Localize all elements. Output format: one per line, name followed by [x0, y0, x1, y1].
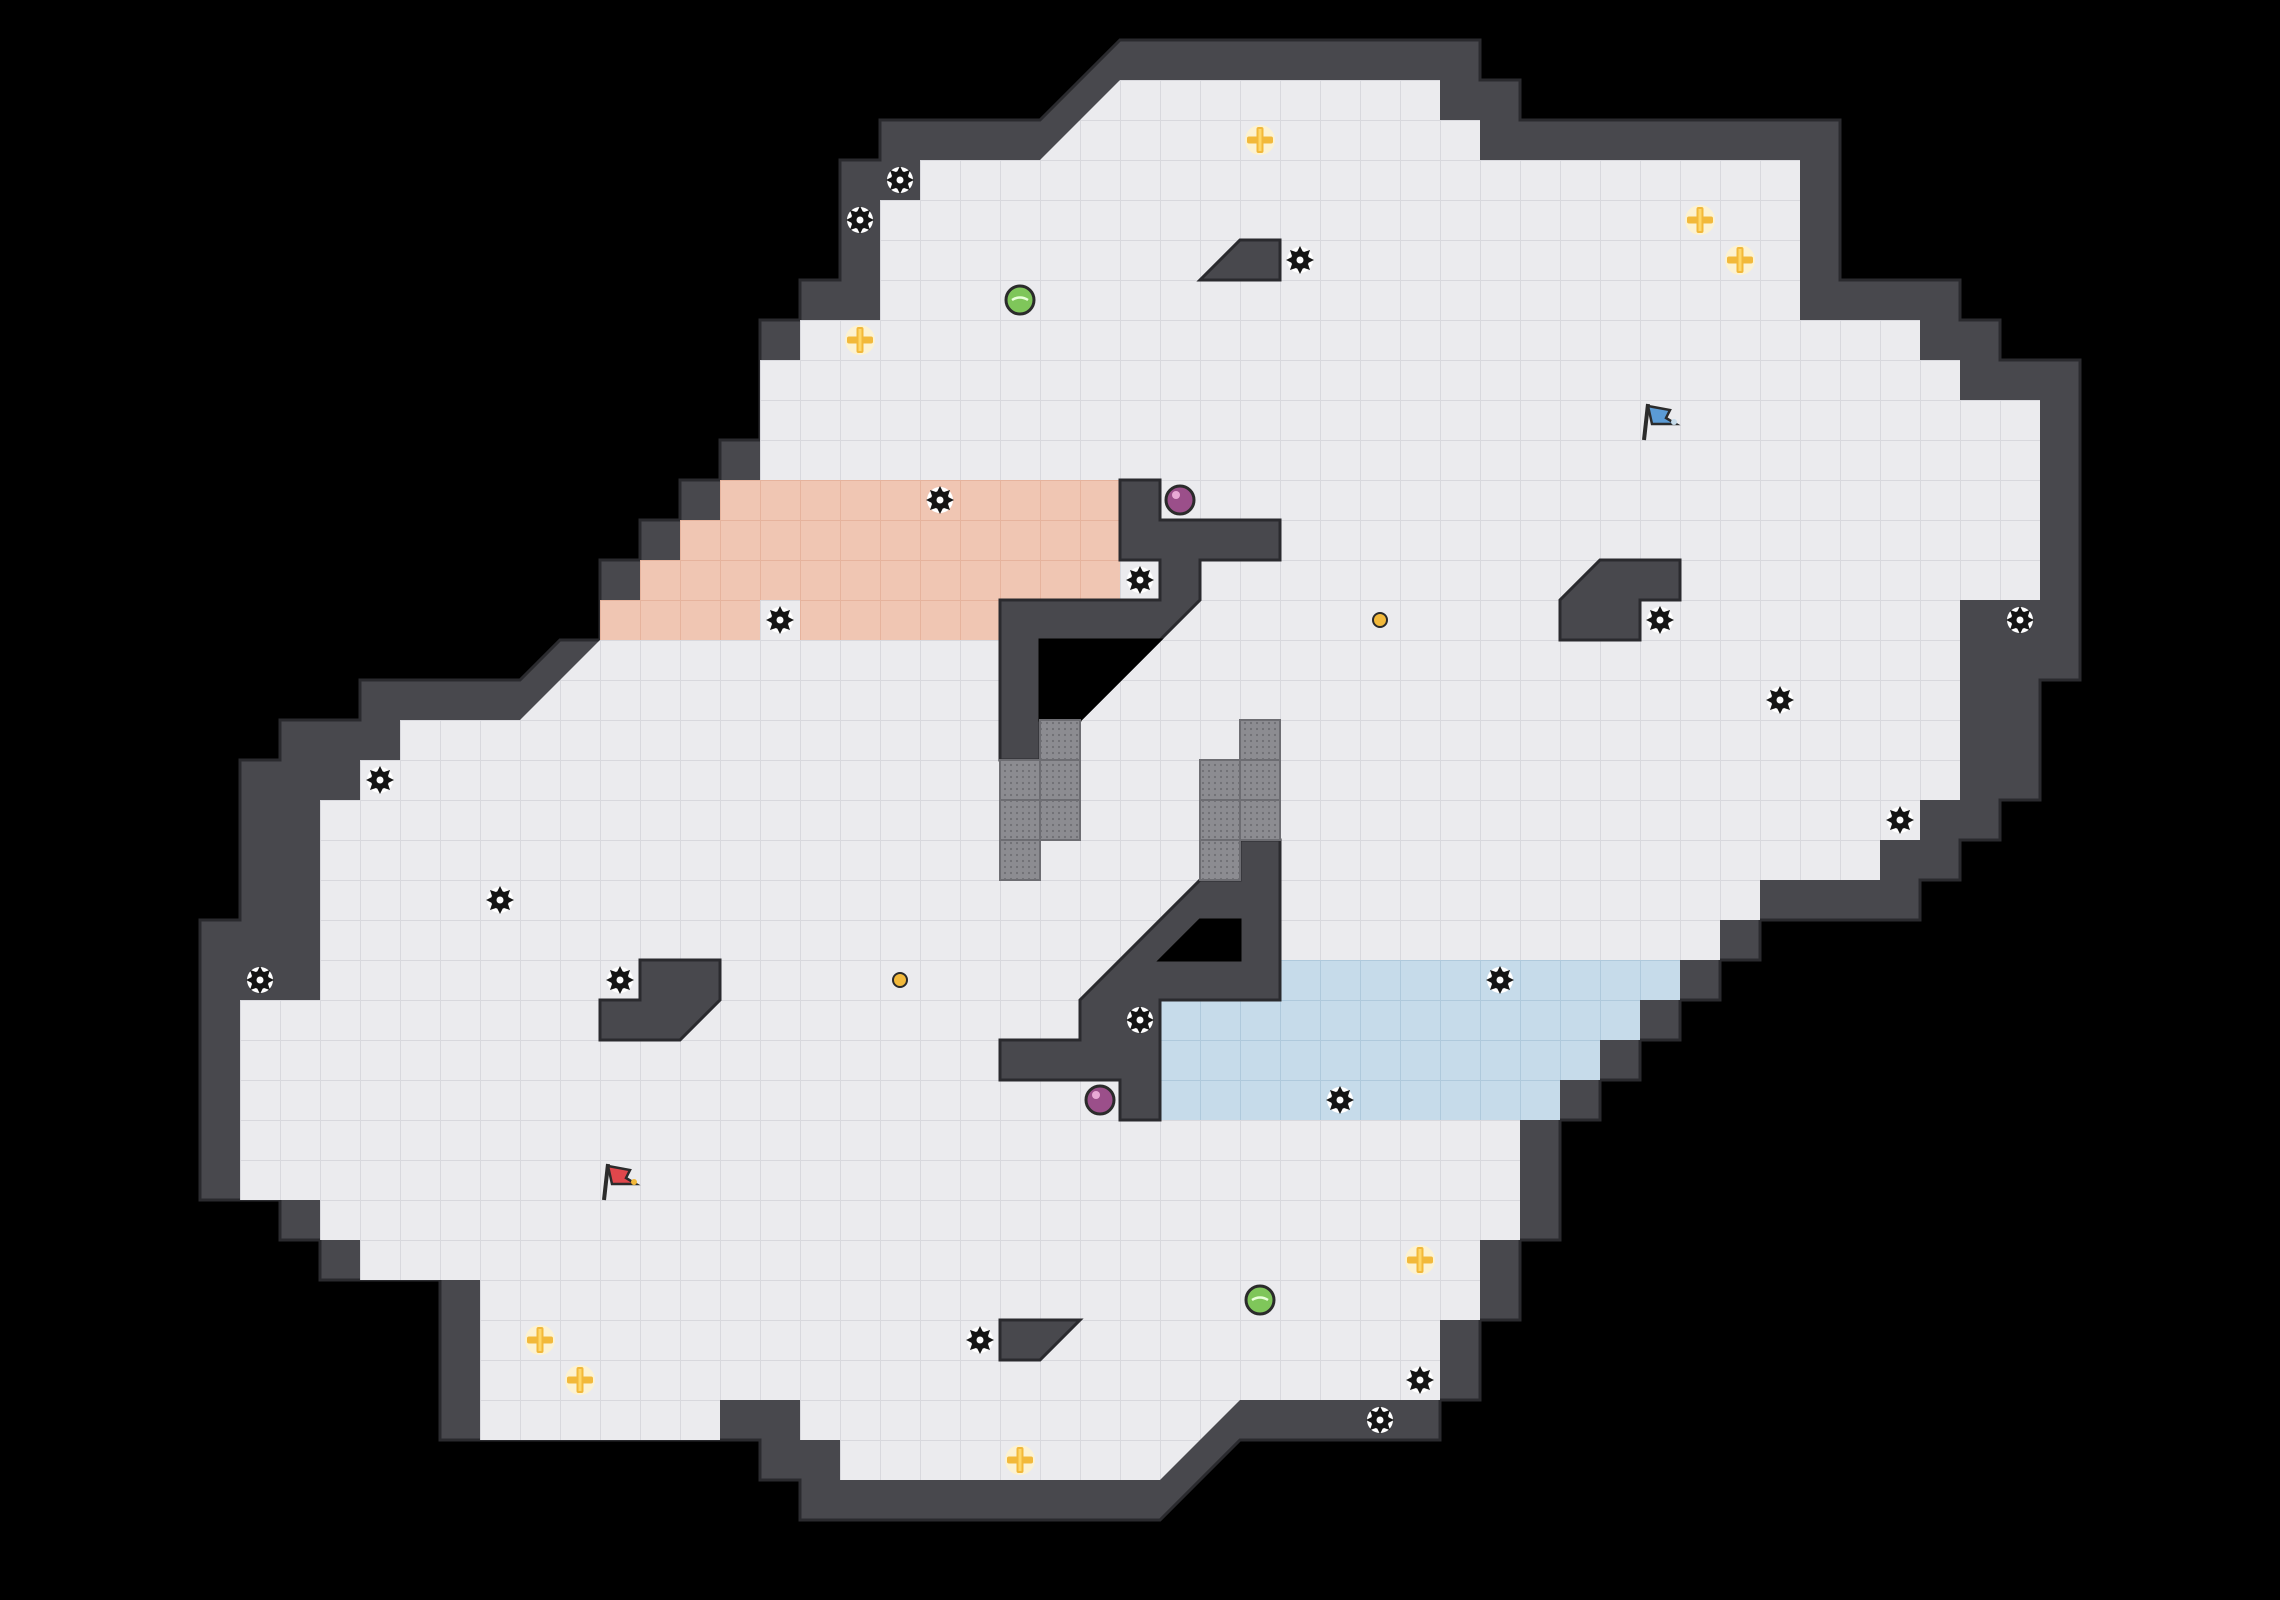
- sawblade-icon: [1326, 1086, 1354, 1114]
- purple-orb-icon: [1084, 1084, 1116, 1116]
- sawblade-icon: [1886, 806, 1914, 834]
- sawblade-icon: [1366, 1406, 1394, 1434]
- crate: [999, 759, 1041, 801]
- coin-cross-icon: [565, 1365, 595, 1395]
- sawblade-icon: [1126, 1006, 1154, 1034]
- coin-cross-icon: [845, 325, 875, 355]
- sawblade-icon: [1286, 246, 1314, 274]
- orbs: [892, 284, 1388, 1316]
- crate-group-left: [999, 719, 1081, 881]
- crate-group-right: [1199, 719, 1281, 881]
- sawblade-icon: [366, 766, 394, 794]
- red-flag-icon: [602, 1163, 641, 1201]
- crate: [1239, 799, 1281, 841]
- green-orb-icon: [1004, 284, 1036, 316]
- coin-cross-icon: [1725, 245, 1755, 275]
- crate: [1239, 759, 1281, 801]
- yellow-dot-icon: [892, 972, 908, 988]
- crate: [1239, 719, 1281, 761]
- crate: [1039, 719, 1081, 761]
- coin-cross-icon: [1245, 125, 1275, 155]
- sawblade-icon: [846, 206, 874, 234]
- coin-cross-icon: [525, 1325, 555, 1355]
- inner-walls: [598, 238, 1682, 1362]
- coin-cross-icon: [1405, 1245, 1435, 1275]
- cool-zone: [1160, 960, 1680, 1120]
- crate: [1039, 759, 1081, 801]
- sawblade-icon: [246, 966, 274, 994]
- crate: [999, 839, 1041, 881]
- sawblade-icon: [926, 486, 954, 514]
- sawblade-icon: [766, 606, 794, 634]
- sawblade-icon: [606, 966, 634, 994]
- sawblade-icon: [1486, 966, 1514, 994]
- sawblade-icon: [1126, 566, 1154, 594]
- sawblade-icon: [886, 166, 914, 194]
- warm-zone: [600, 480, 1120, 640]
- blue-flag-icon: [1642, 403, 1681, 441]
- crate: [999, 799, 1041, 841]
- sawblade-icon: [966, 1326, 994, 1354]
- floor: [240, 80, 2040, 1480]
- crate: [1039, 799, 1081, 841]
- coin-cross-icon: [1685, 205, 1715, 235]
- purple-orb-icon: [1164, 484, 1196, 516]
- crate: [1199, 799, 1241, 841]
- crate: [1199, 759, 1241, 801]
- crate: [1199, 839, 1241, 881]
- sawblade-icon: [1766, 686, 1794, 714]
- sawblade-icon: [1646, 606, 1674, 634]
- sawblade-icon: [2006, 606, 2034, 634]
- coin-cross-icon: [1005, 1445, 1035, 1475]
- green-orb-icon: [1244, 1284, 1276, 1316]
- sawblade-icon: [486, 886, 514, 914]
- sawblade-icon: [1406, 1366, 1434, 1394]
- yellow-dot-icon: [1372, 612, 1388, 628]
